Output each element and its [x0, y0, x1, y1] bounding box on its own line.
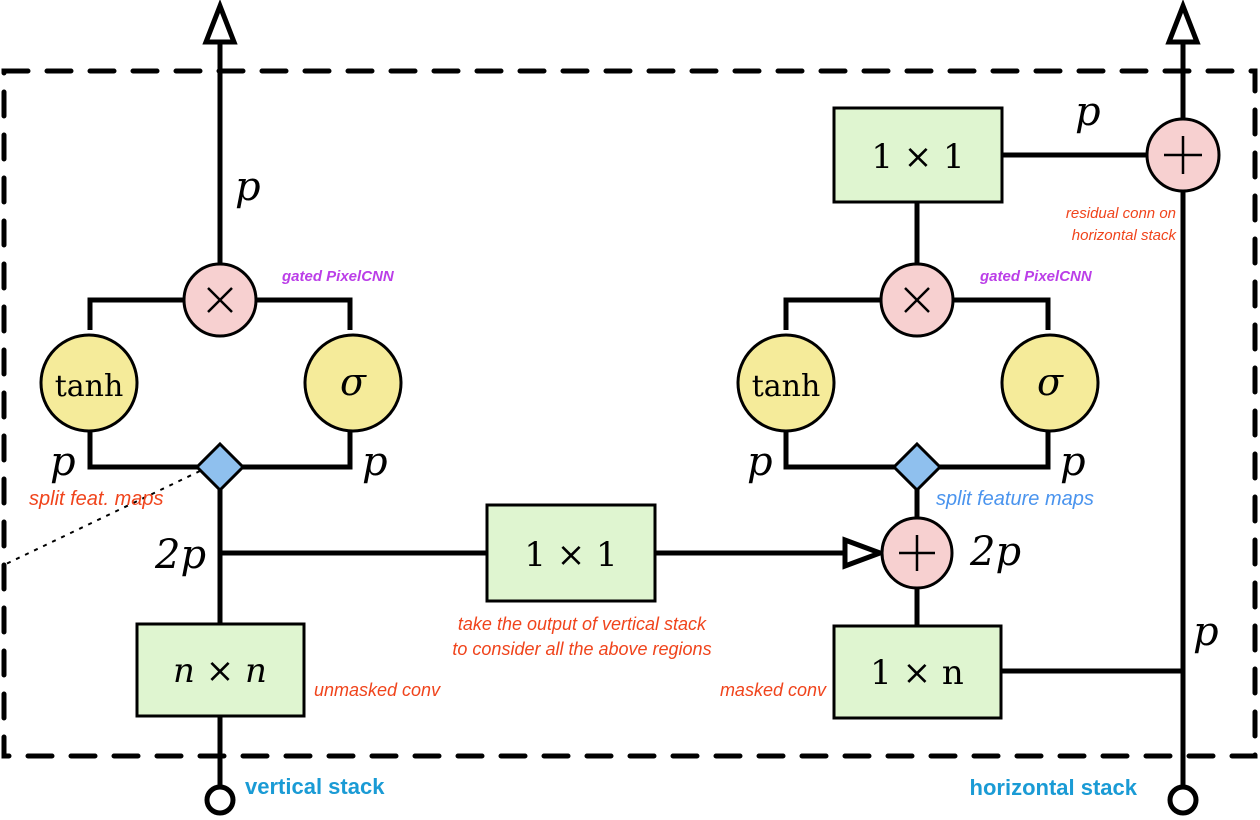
- residual-note-line1: residual conn on: [1066, 205, 1176, 222]
- residual-note-line2: horizontal stack: [1072, 227, 1178, 244]
- vertical-tanh-label: tanh: [55, 369, 124, 404]
- horizontal-out-conv-box: 1 × 1: [832, 106, 1004, 204]
- vertical-input-dim: 2p: [154, 532, 206, 578]
- horizontal-conv-label: 1 × n: [870, 653, 964, 693]
- residual-dim: p: [1075, 89, 1101, 135]
- vertical-left-dim: p: [50, 439, 76, 485]
- vertical-sigma-label: σ: [340, 360, 367, 404]
- skip-dim: p: [1193, 609, 1219, 655]
- horizontal-split-note: split feature maps: [936, 488, 1094, 510]
- vertical-split-diamond: [194, 441, 246, 493]
- link-note-line2: to consider all the above regions: [452, 639, 711, 659]
- horizontal-conv-note: masked conv: [720, 680, 827, 700]
- link-conv-label: 1 × 1: [524, 535, 617, 575]
- horizontal-right-dim: p: [1060, 439, 1086, 485]
- link-conv-box: 1 × 1: [485, 503, 657, 603]
- vertical-right-dim: p: [362, 439, 388, 485]
- vertical-conv-label: n × n: [173, 651, 267, 691]
- horizontal-add-node: [880, 516, 954, 590]
- residual-add-node: [1145, 117, 1221, 193]
- horizontal-gate-note: gated PixelCNN: [979, 268, 1093, 285]
- vertical-split-note: split feat. maps: [29, 488, 164, 510]
- vertical-input-terminal: [204, 784, 236, 816]
- vertical-multiply-node: [182, 262, 258, 338]
- horizontal-split-diamond: [891, 441, 943, 493]
- block-boundary: [1, 68, 1258, 759]
- horizontal-add-dim: 2p: [969, 529, 1021, 575]
- horizontal-multiply-node: [879, 262, 955, 338]
- vertical-tanh-node: tanh: [39, 333, 139, 433]
- horizontal-tanh-label: tanh: [752, 369, 821, 404]
- vertical-conv-note: unmasked conv: [314, 680, 441, 700]
- link-note-line1: take the output of vertical stack: [458, 614, 707, 634]
- horizontal-sigma-label: σ: [1037, 360, 1064, 404]
- horizontal-output-arrowhead: [1165, 0, 1201, 45]
- vertical-sigmoid-node: σ: [303, 333, 403, 433]
- vertical-gate-note: gated PixelCNN: [281, 268, 395, 285]
- horizontal-left-dim: p: [747, 439, 773, 485]
- vertical-stack-label: vertical stack: [245, 774, 385, 799]
- vertical-conv-box: n × n: [135, 622, 306, 718]
- horizontal-input-terminal: [1167, 784, 1199, 816]
- horizontal-conv-box: 1 × n: [832, 624, 1003, 720]
- vertical-output-arrowhead: [202, 0, 238, 45]
- horizontal-stack-label: horizontal stack: [970, 775, 1138, 800]
- horizontal-out-conv-label: 1 × 1: [871, 137, 964, 177]
- horizontal-tanh-node: tanh: [736, 333, 836, 433]
- horizontal-sigmoid-node: σ: [1000, 333, 1100, 433]
- link-arrowhead: [842, 536, 888, 570]
- vertical-output-dim: p: [235, 164, 261, 210]
